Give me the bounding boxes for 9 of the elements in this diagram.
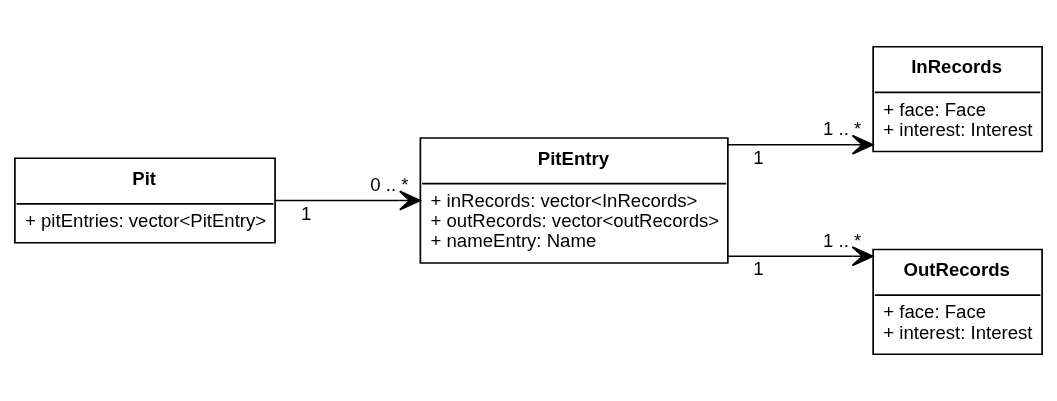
arrow (727, 134, 874, 155)
label: 0 .. * (370, 173, 409, 195)
label: 1 (753, 258, 764, 280)
arrow (274, 190, 421, 211)
label: 1 (300, 202, 312, 224)
label: 1 .. * (823, 229, 862, 251)
arrow (727, 246, 874, 267)
label: 1 .. * (823, 118, 862, 140)
label: 1 (753, 146, 764, 168)
